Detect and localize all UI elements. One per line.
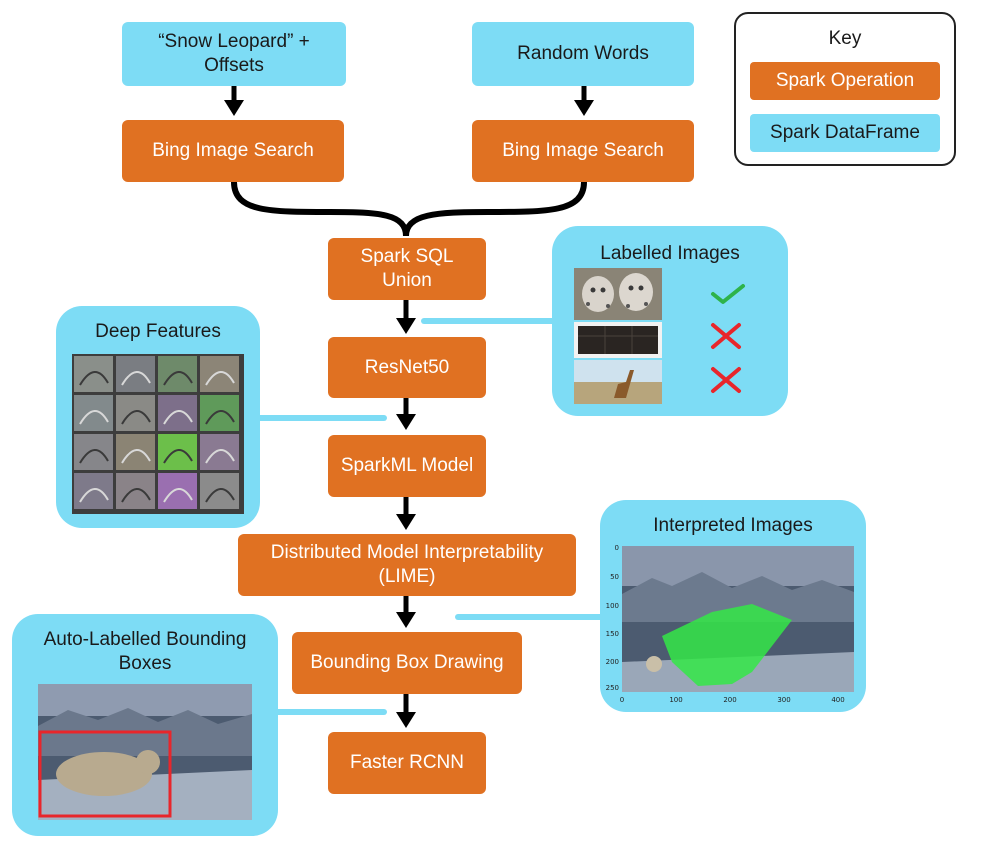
plot-x-tick: 300	[777, 696, 790, 704]
feature-filter-stroke	[121, 371, 151, 386]
lime-heatmap-plot: 0 50 100 150 200 250 0 100 200 300 400	[606, 544, 854, 704]
feature-filter-tile	[158, 434, 197, 470]
feature-filter-tile	[200, 395, 239, 431]
random-words-node: Random Words	[472, 22, 694, 86]
key-dataframe-label: Spark DataFrame	[770, 122, 920, 143]
feature-filter-tile	[74, 434, 113, 470]
snow-leopard-offsets-label: “Snow Leopard” + Offsets	[158, 31, 310, 76]
cross-icon	[711, 367, 741, 393]
feature-filter-stroke	[205, 371, 235, 386]
plot-x-tick: 0	[620, 696, 624, 704]
key-title: Key	[828, 28, 862, 49]
check-icon	[711, 284, 745, 304]
arrowhead	[396, 712, 416, 728]
interpreted-images-panel: Interpreted Images 0 50 100 150 200 250 …	[600, 500, 866, 712]
feature-filter-stroke	[163, 371, 193, 386]
arrowhead	[396, 514, 416, 530]
plot-y-tick: 50	[610, 573, 619, 581]
cross-icon	[711, 323, 741, 349]
arrowhead	[224, 100, 244, 116]
bing-search-right-label: Bing Image Search	[502, 140, 664, 161]
labelled-images-panel: Labelled Images	[552, 226, 788, 416]
feature-filter-stroke	[79, 410, 109, 425]
labelled-images-title: Labelled Images	[600, 243, 740, 264]
spark-sql-union-label: Spark SQL Union	[360, 246, 454, 291]
feature-filter-tile	[116, 434, 155, 470]
deep-features-filter-grid	[72, 354, 244, 514]
feature-filter-stroke	[79, 488, 109, 503]
bing-search-right-node: Bing Image Search	[472, 120, 694, 182]
plot-y-tick: 0	[615, 544, 619, 552]
feature-filter-tile	[158, 473, 197, 509]
key-legend: Key Spark Operation Spark DataFrame	[734, 12, 956, 166]
feature-filter-tile	[200, 434, 239, 470]
feature-filter-stroke	[121, 449, 151, 464]
feature-filter-tile	[158, 395, 197, 431]
arrowhead	[396, 414, 416, 430]
feature-filter-stroke	[163, 410, 193, 425]
feature-filter-tile	[200, 473, 239, 509]
snow-leopard-cubs-image	[574, 268, 662, 320]
feature-filter-stroke	[121, 410, 151, 425]
snow-leopard-offsets-node: “Snow Leopard” + Offsets	[122, 22, 346, 86]
faster-rcnn-node: Faster RCNN	[328, 732, 486, 794]
feature-filter-stroke	[163, 449, 193, 464]
lime-node: Distributed Model Interpretability (LIME…	[238, 534, 576, 596]
arrowhead	[574, 100, 594, 116]
feature-filter-tile	[74, 473, 113, 509]
plot-y-tick: 100	[606, 602, 619, 610]
deep-features-panel: Deep Features	[56, 306, 260, 528]
plot-y-tick: 200	[606, 658, 619, 666]
arrowhead	[396, 612, 416, 628]
bounding-box-image	[38, 684, 252, 820]
arrowhead	[396, 318, 416, 334]
feature-filter-tile	[116, 473, 155, 509]
giraffe-image	[574, 360, 662, 404]
key-operation-label: Spark Operation	[775, 70, 915, 91]
sparkml-model-node: SparkML Model	[328, 435, 486, 497]
feature-filter-tile	[200, 356, 239, 392]
resnet50-node: ResNet50	[328, 337, 486, 398]
dresser-image	[574, 322, 662, 358]
feature-filter-stroke	[79, 449, 109, 464]
bing-search-left-node: Bing Image Search	[122, 120, 344, 182]
plot-x-tick: 400	[831, 696, 844, 704]
key-operation-swatch: Spark Operation	[750, 62, 940, 100]
bing-search-left-label: Bing Image Search	[152, 140, 314, 161]
bounding-box-drawing-node: Bounding Box Drawing	[292, 632, 522, 694]
feature-filter-tile	[74, 395, 113, 431]
feature-filter-stroke	[205, 410, 235, 425]
feature-filter-tile	[158, 356, 197, 392]
resnet50-label: ResNet50	[364, 356, 450, 378]
feature-filter-stroke	[79, 371, 109, 386]
feature-filter-tile	[74, 356, 113, 392]
key-dataframe-swatch: Spark DataFrame	[750, 114, 940, 152]
feature-filter-stroke	[205, 488, 235, 503]
sparkml-model-label: SparkML Model	[340, 455, 474, 476]
feature-filter-stroke	[121, 488, 151, 503]
plot-y-tick: 150	[606, 630, 619, 638]
plot-x-tick: 100	[669, 696, 682, 704]
feature-filter-stroke	[163, 488, 193, 503]
merge-connector	[231, 181, 587, 237]
feature-filter-stroke	[205, 449, 235, 464]
spark-sql-union-node: Spark SQL Union	[328, 238, 486, 300]
auto-labelled-panel: Auto-Labelled Bounding Boxes	[12, 614, 278, 836]
deep-features-title: Deep Features	[95, 321, 221, 342]
plot-x-tick: 200	[723, 696, 736, 704]
random-words-label: Random Words	[517, 43, 649, 64]
plot-y-tick: 250	[606, 684, 619, 692]
faster-rcnn-label: Faster RCNN	[349, 752, 464, 773]
bounding-box-drawing-label: Bounding Box Drawing	[310, 652, 504, 673]
feature-filter-tile	[116, 395, 155, 431]
feature-filter-tile	[116, 356, 155, 392]
auto-labelled-title: Auto-Labelled Bounding Boxes	[43, 629, 247, 674]
interpreted-images-title: Interpreted Images	[653, 515, 813, 536]
lime-label: Distributed Model Interpretability (LIME…	[270, 542, 544, 587]
